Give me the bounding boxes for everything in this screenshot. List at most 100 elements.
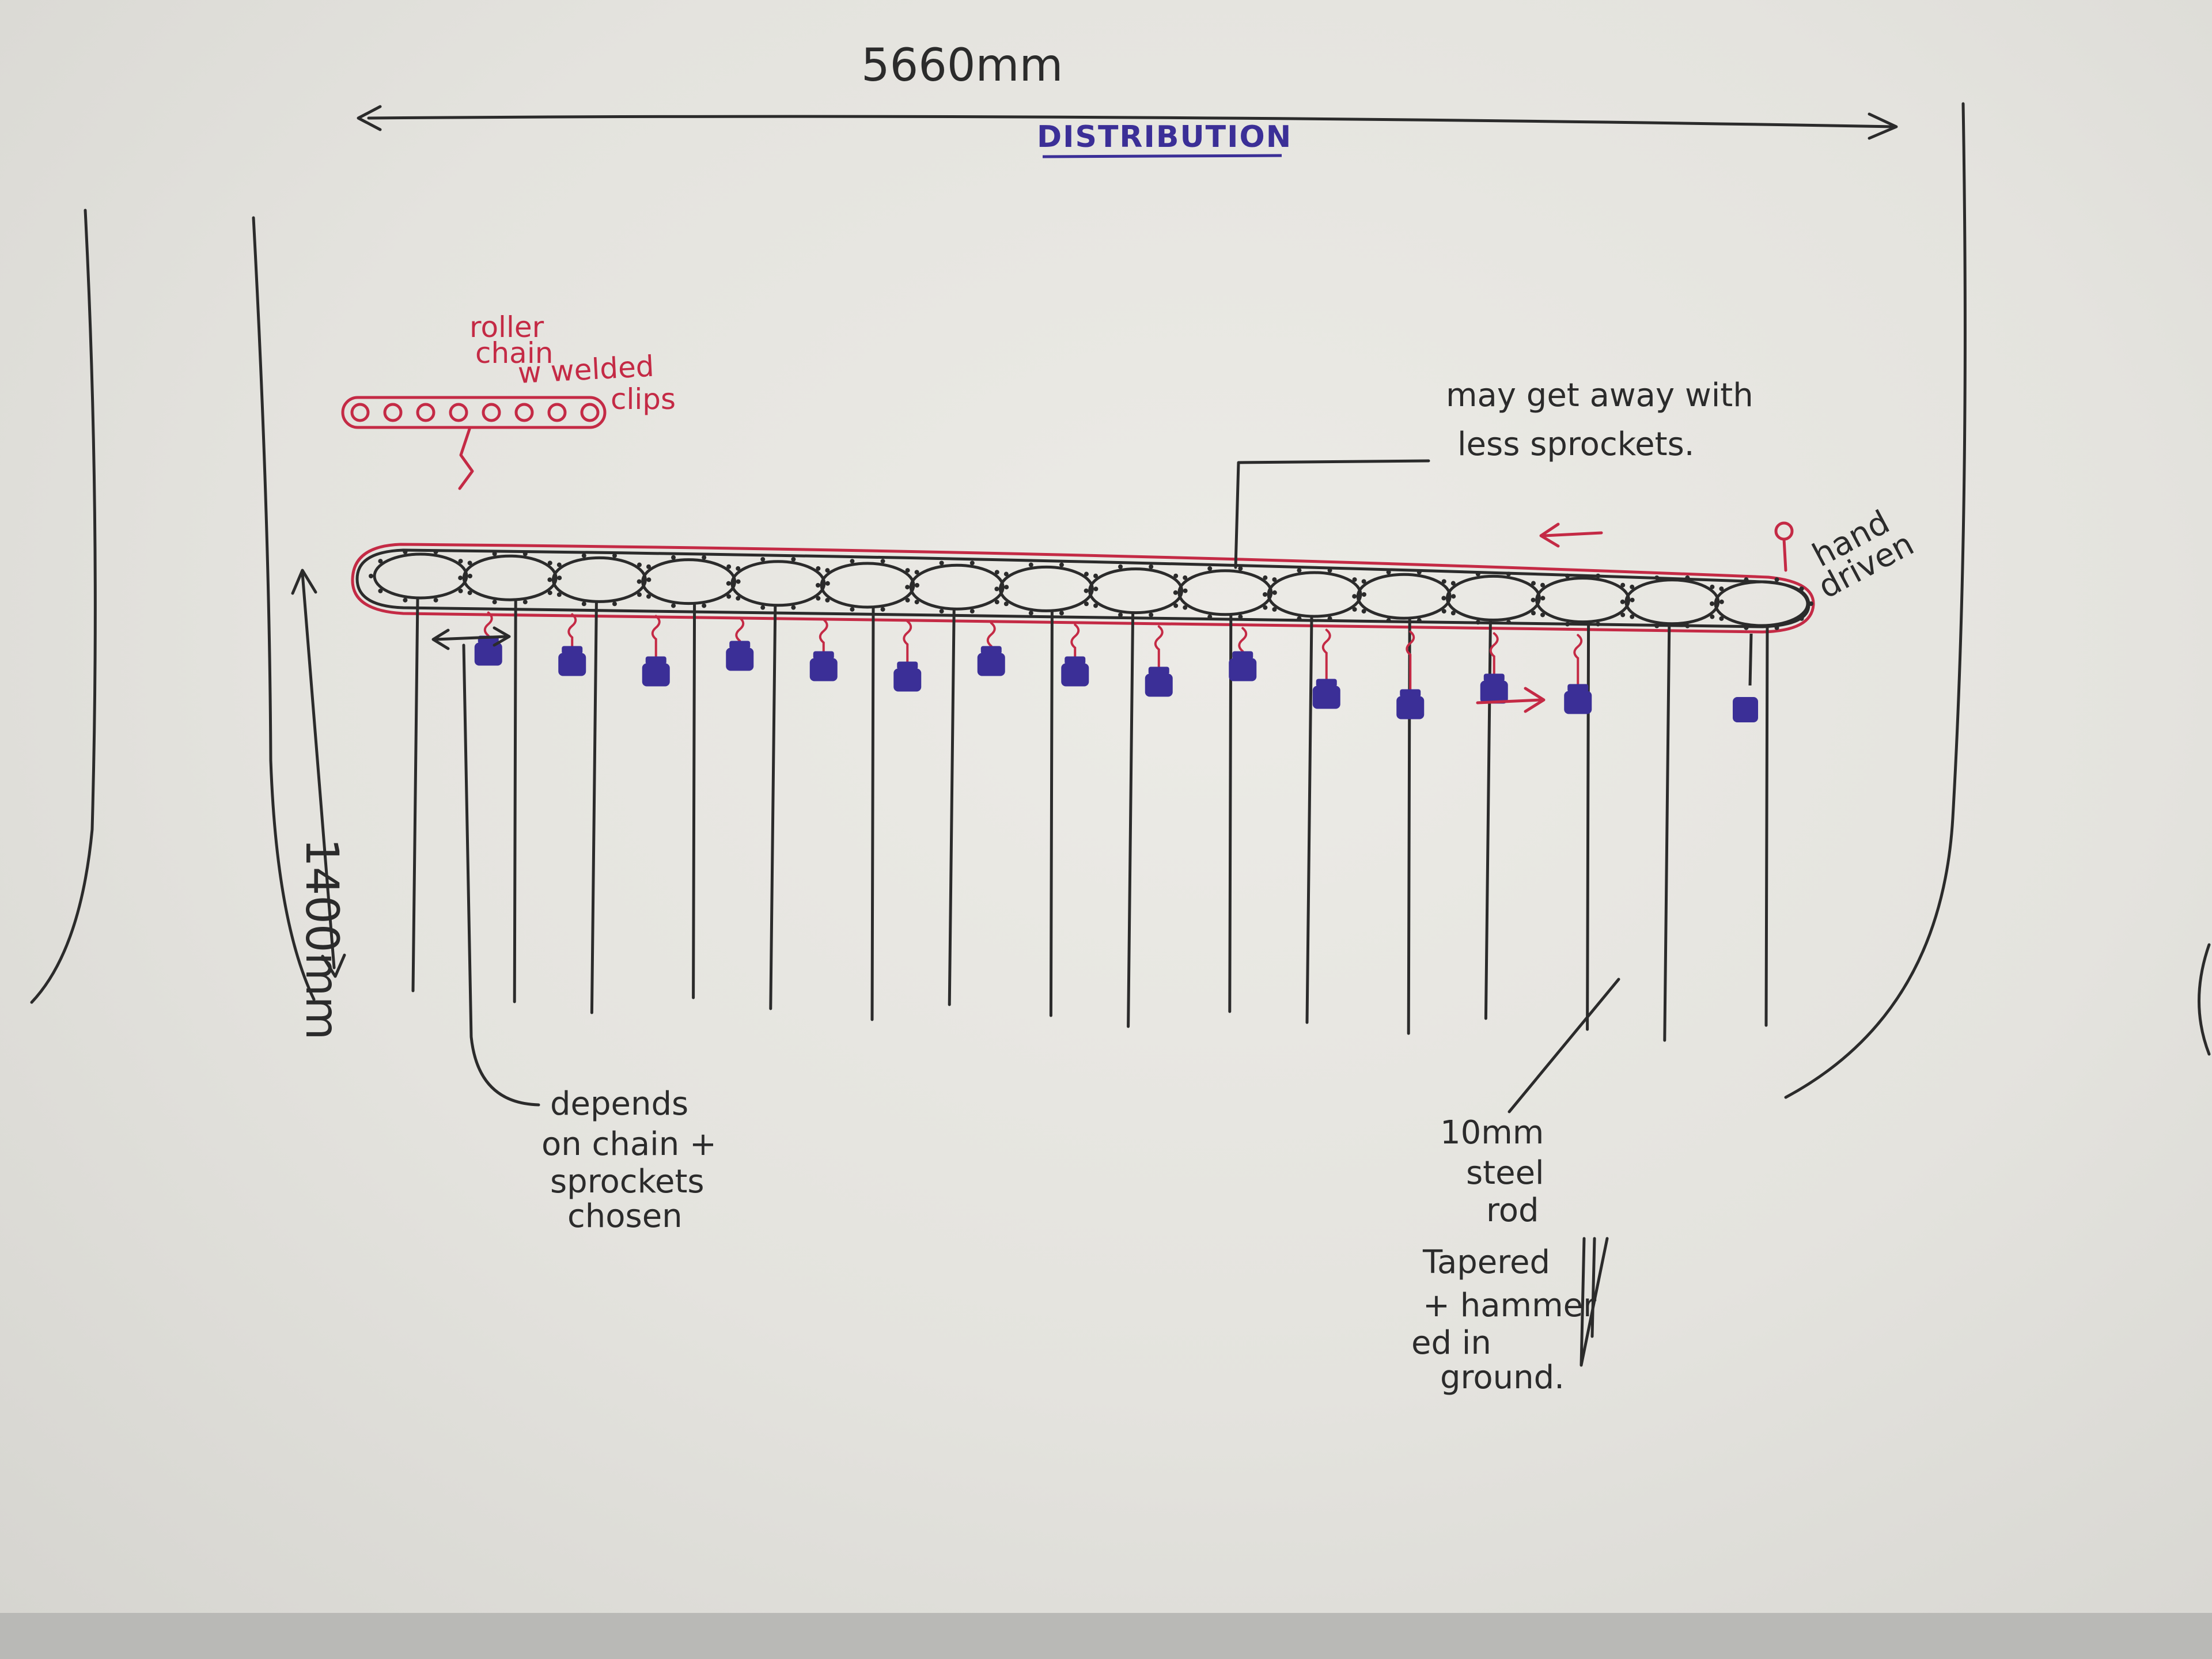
chain-dot: [1003, 571, 1009, 577]
chain-dot: [1719, 616, 1724, 621]
ground-note-line4: ground.: [1440, 1359, 1565, 1396]
chain-dot: [1744, 625, 1749, 630]
chain-dot: [939, 609, 944, 614]
chain-dot: [726, 564, 732, 569]
chain-dot: [1118, 612, 1123, 618]
chain-dot: [726, 594, 732, 599]
clip-hook: [1321, 628, 1331, 680]
chain-dot: [850, 559, 855, 564]
chain-dot: [1149, 564, 1154, 569]
chain-dot: [1386, 618, 1391, 623]
chain-dot: [646, 594, 652, 599]
rod-note-line1: 10mm: [1440, 1114, 1544, 1152]
sprocket: [1267, 571, 1362, 618]
chain-dot: [378, 588, 383, 593]
chain-dot: [1531, 611, 1536, 616]
steel-rod: [1127, 612, 1135, 1028]
chain-dot: [1630, 597, 1635, 603]
chain-dot: [880, 607, 885, 612]
chain-dot: [1059, 611, 1064, 616]
chain-dot: [547, 577, 552, 582]
chain-dot: [637, 592, 642, 597]
ground-note-line2: + hammer: [1423, 1287, 1597, 1324]
chain-dot: [458, 575, 463, 581]
chain-dot: [1685, 575, 1690, 580]
title-underline: [1042, 154, 1282, 158]
sprocket-note-line1: may get away with: [1446, 377, 1753, 414]
chain-dot: [467, 590, 472, 596]
steel-rod: [590, 601, 598, 1014]
chain-dot: [1774, 625, 1779, 630]
chain-dot: [1450, 581, 1456, 586]
spacing-note-line4: chosen: [567, 1198, 683, 1235]
chain-dot: [557, 575, 562, 581]
chain-dot: [1362, 592, 1366, 597]
chain-dot: [969, 609, 975, 614]
width-dimension-label: 5660mm: [861, 40, 1063, 92]
chain-dot: [1596, 622, 1601, 627]
steel-rod: [1305, 616, 1313, 1024]
chain-dot: [671, 555, 676, 560]
chain-dot: [1540, 612, 1546, 618]
clip-body: [1229, 658, 1257, 681]
sprocket: [1088, 567, 1184, 615]
chain-dot: [1118, 564, 1123, 569]
chain-dot: [547, 560, 552, 566]
chain-dot: [1441, 579, 1446, 584]
chain-dot: [1093, 573, 1099, 578]
chain-link: [514, 403, 534, 422]
clip-hook: [735, 616, 745, 642]
direction-arrow-right: [1476, 687, 1546, 713]
chain-dot: [378, 559, 383, 564]
chain-dot: [1327, 568, 1332, 573]
steel-rods: [411, 597, 1769, 1042]
steel-rod: [692, 603, 696, 999]
floor-background: [0, 1613, 2212, 1659]
chain-dot: [1004, 585, 1009, 590]
steel-rod: [411, 597, 419, 993]
chain-dot: [905, 597, 910, 603]
chain-dot: [1263, 605, 1268, 610]
chain-dot: [1620, 582, 1626, 588]
clip-body: [977, 653, 1005, 676]
chain-dot: [1272, 577, 1277, 582]
chain-dot: [905, 585, 910, 590]
clip-body: [1061, 663, 1089, 687]
chain-dot: [1565, 622, 1570, 627]
sprocket: [641, 558, 737, 605]
chain-dot: [1028, 562, 1033, 567]
chain-link: [383, 403, 403, 422]
steel-rod: [870, 607, 875, 1021]
sprocket: [998, 565, 1094, 612]
clip-top: [645, 656, 666, 665]
clip-hook: [1748, 633, 1753, 686]
chain-dot: [1149, 612, 1154, 618]
chain-dot: [994, 570, 999, 575]
chain-dot: [369, 574, 373, 578]
chain-dot: [825, 581, 830, 586]
chain-dot: [850, 607, 855, 612]
chain-dot: [1297, 616, 1302, 621]
chain-dot: [1441, 609, 1446, 614]
clip-top: [1316, 679, 1337, 687]
steel-rod: [1049, 610, 1054, 1017]
clip-body: [1312, 685, 1340, 709]
spacing-note-line1: depends: [550, 1085, 688, 1123]
clip-hook: [483, 611, 493, 637]
chain-dot: [1003, 601, 1009, 607]
chain-dot: [1238, 566, 1243, 571]
chain-link: [580, 403, 600, 422]
sprocket-note-leader: [1234, 459, 1430, 569]
chain-dot: [1441, 596, 1446, 601]
chain-dot: [403, 597, 408, 603]
chain-dot: [726, 581, 731, 586]
chain-dot: [702, 555, 707, 560]
chain-dot: [1093, 603, 1099, 608]
chain-dot: [1416, 570, 1422, 575]
rod-note-line2: steel: [1466, 1154, 1544, 1192]
clip-body: [1480, 680, 1508, 704]
chain-dot: [1361, 579, 1366, 584]
sprocket: [1356, 573, 1452, 620]
chain-link: [449, 403, 468, 422]
chain-dot: [880, 559, 885, 564]
